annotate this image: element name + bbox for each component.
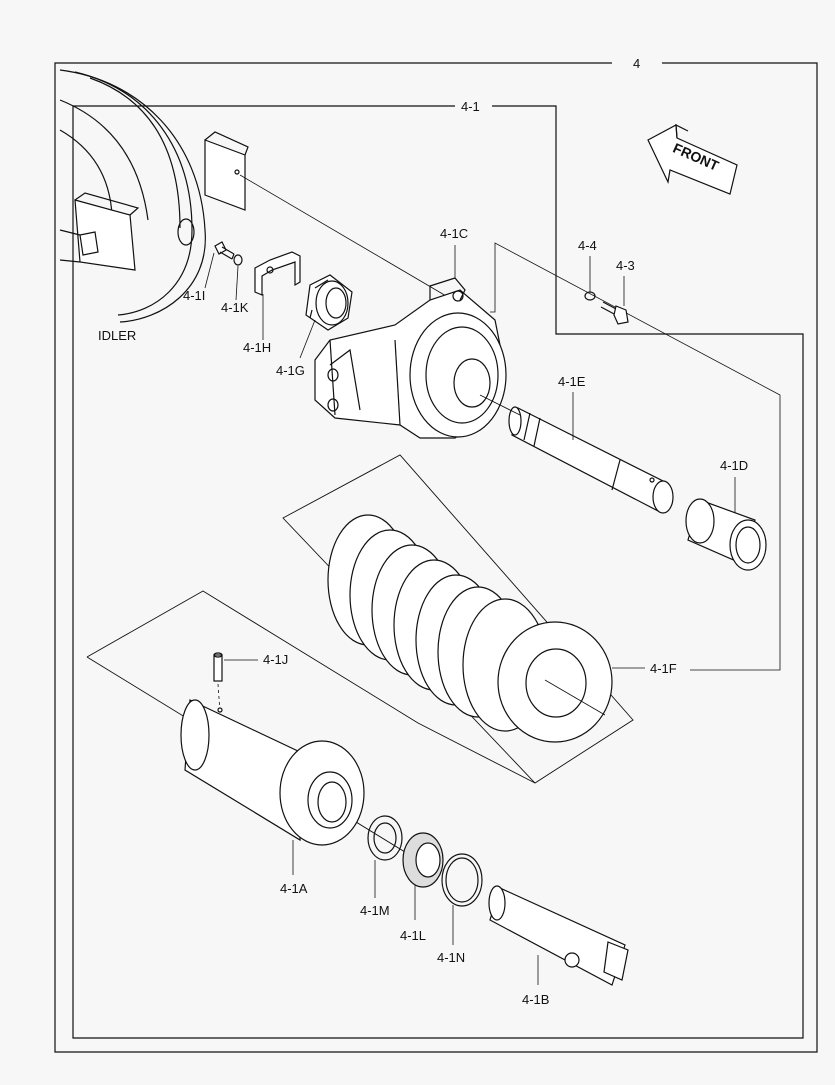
label-4-4: 4-4 [578,238,597,253]
front-arrow-icon: FRONT [647,123,738,195]
label-4-1M: 4-1M [360,903,390,918]
outer-frame [54,62,818,1053]
idler-label: IDLER [98,328,136,343]
idler-wheel [59,69,249,323]
label-4-1N: 4-1N [437,950,465,965]
rod-end-4-1B-icon [488,885,629,986]
group-number: 4 [633,56,640,71]
cylinder-4-1A-icon [180,699,365,846]
subgroup-number: 4-1 [461,99,480,114]
label-4-1E: 4-1E [558,374,586,389]
rod-4-1E-icon [508,406,674,514]
oring-4-1N-icon [441,853,483,907]
label-4-1L: 4-1L [400,928,426,943]
label-4-1F: 4-1F [650,661,677,676]
label-4-1J: 4-1J [263,652,288,667]
label-4-1A: 4-1A [280,881,308,896]
spring-4-1F-icon [327,514,613,743]
label-4-1I: 4-1I [183,288,205,303]
nut-4-1G-icon [305,274,353,331]
label-4-1C: 4-1C [440,226,468,241]
axis-line [239,174,471,311]
label-4-1D: 4-1D [720,458,748,473]
label-4-1K: 4-1K [221,300,249,315]
bracket-4-1H-icon [254,251,301,296]
label-4-1B: 4-1B [522,992,549,1007]
washer-4-1K-icon [233,254,243,266]
washer-4-4-icon [584,291,596,301]
bolt-4-3-icon [600,301,629,325]
seal-4-1L-icon [402,832,444,888]
ring-4-1M-icon [367,815,403,861]
label-4-1H: 4-1H [243,340,271,355]
bushing-4-1D-icon [685,498,767,571]
bolt-4-1I-icon [214,241,235,260]
label-4-1G: 4-1G [276,363,305,378]
pin-4-1J-icon [213,652,223,682]
label-4-3: 4-3 [616,258,635,273]
yoke-4-1C-icon [314,277,507,439]
